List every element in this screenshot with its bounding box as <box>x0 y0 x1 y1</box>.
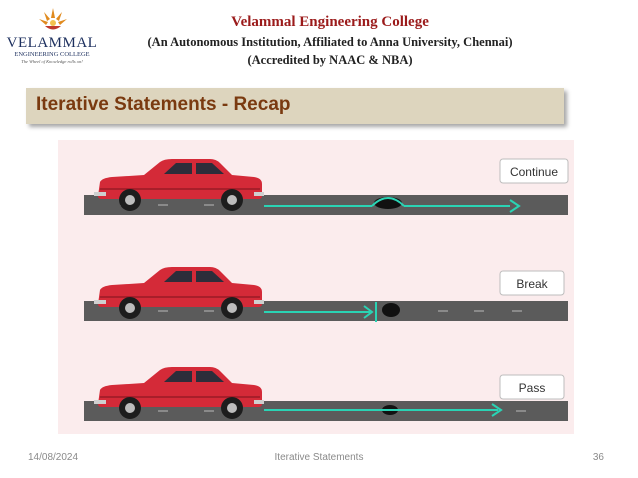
break-label-box <box>499 270 565 296</box>
college-affiliation: (An Autonomous Institution, Affiliated t… <box>147 35 513 49</box>
college-logo: VELAMMAL ENGINEERING COLLEGE The Wheel o… <box>6 6 98 68</box>
continue-scenario: Continue <box>84 158 569 215</box>
break-scenario: Break <box>84 267 568 322</box>
slide-title-banner: Iterative Statements - Recap <box>26 88 564 124</box>
continue-label-box <box>499 158 569 184</box>
arrow-head-icon <box>363 305 374 319</box>
loop-control-illustration: Continue Break <box>58 140 574 434</box>
page-number: 36 <box>592 452 604 463</box>
loop-control-svg: Continue Break <box>84 158 569 421</box>
break-label: Break <box>516 277 548 291</box>
continue-label: Continue <box>510 165 558 179</box>
arrow-head-icon <box>509 199 521 213</box>
lamp-emblem-icon <box>39 8 67 30</box>
pass-label: Pass <box>519 381 546 395</box>
arrow-head-icon <box>491 403 503 417</box>
logo-subtitle: ENGINEERING COLLEGE <box>14 51 90 58</box>
logo-name: VELAMMAL <box>6 35 98 51</box>
college-accreditation: (Accredited by NAAC & NBA) <box>247 53 413 67</box>
logo-tagline: The Wheel of Knowledge rolls on! <box>21 59 83 64</box>
footer-title: Iterative Statements <box>274 452 364 463</box>
slide-title: Iterative Statements - Recap <box>36 94 291 115</box>
pothole-icon <box>382 303 400 317</box>
pass-scenario: Pass <box>84 367 568 421</box>
college-title: Velammal Engineering College <box>231 14 429 30</box>
footer-date: 14/08/2024 <box>28 452 79 463</box>
pass-label-box <box>499 374 565 400</box>
